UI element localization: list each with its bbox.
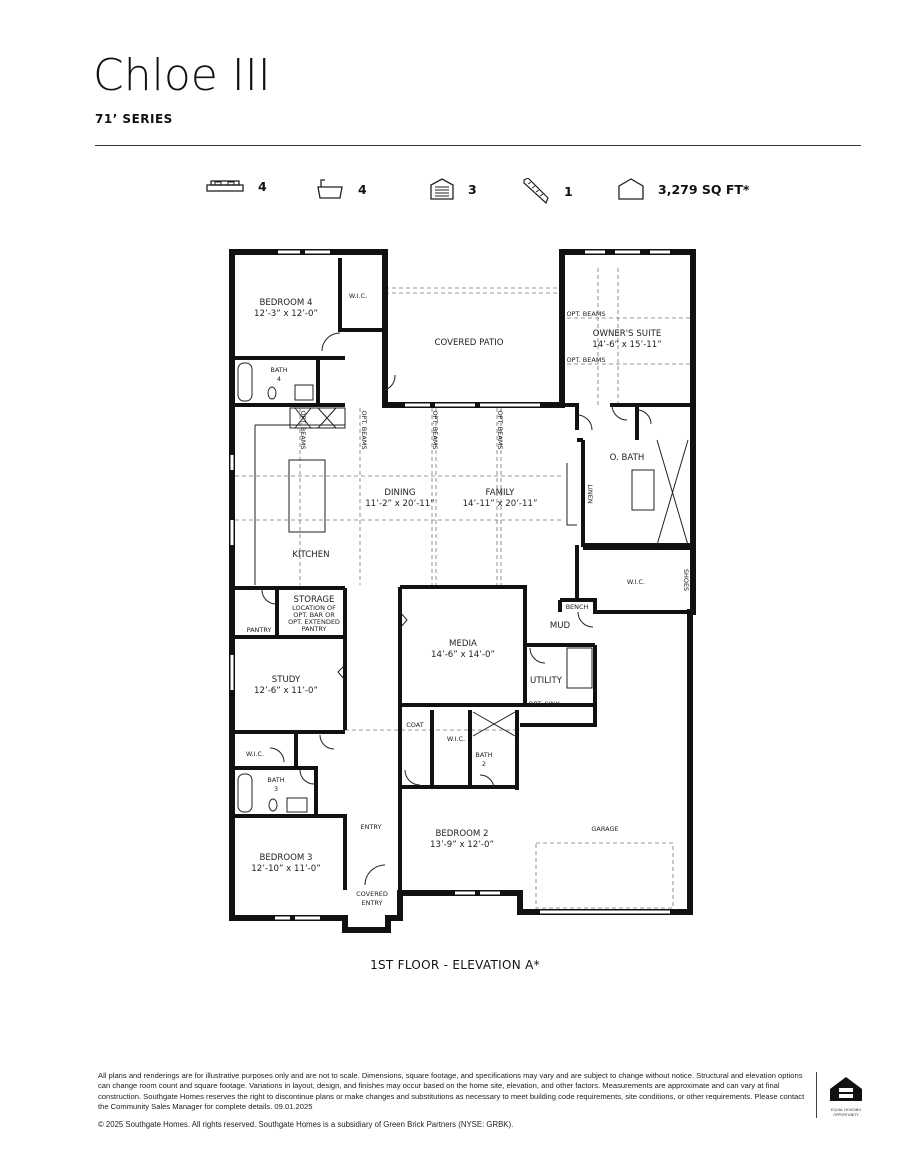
room-owners-size: 14’-6” x 15’-11” xyxy=(592,340,661,350)
room-bath4-name: BATH xyxy=(270,366,287,374)
room-bath3-num: 3 xyxy=(274,785,278,793)
room-bench: BENCH xyxy=(566,603,589,611)
room-family-name: FAMILY xyxy=(486,488,516,498)
opt-beams-label: OPT. BEAMS xyxy=(299,410,307,449)
room-owners-name: OWNER'S SUITE xyxy=(593,329,662,339)
opt-beams-label: OPT. BEAMS xyxy=(566,310,605,318)
room-media-name: MEDIA xyxy=(449,639,477,649)
svg-text:EQUAL HOUSING: EQUAL HOUSING xyxy=(831,1108,862,1112)
storage-note: OPT. EXTENDED xyxy=(288,618,340,626)
room-bedroom3-size: 12’-10” x 11’-0” xyxy=(251,864,320,874)
opt-beams-label: OPT. BEAMS xyxy=(566,356,605,364)
room-bedroom4-name: BEDROOM 4 xyxy=(259,298,312,308)
room-wic2: W.I.C. xyxy=(447,735,465,743)
room-storage-name: STORAGE xyxy=(294,595,335,605)
room-covered-entry: COVERED xyxy=(356,890,388,898)
stat-value: 4 xyxy=(258,178,267,194)
room-coat: COAT xyxy=(406,721,423,729)
room-media-size: 14’-6” x 14’-0” xyxy=(431,650,495,660)
copyright: © 2025 Southgate Homes. All rights reser… xyxy=(98,1120,514,1129)
room-bath2-name: BATH xyxy=(475,751,492,759)
opt-sink-label: OPT. SINK xyxy=(528,700,560,708)
stat-garage: 3 xyxy=(430,178,477,200)
room-bath3-name: BATH xyxy=(267,776,284,784)
room-patio: COVERED PATIO xyxy=(434,338,503,348)
floor-plan: BEDROOM 4 12’-3” x 12’-0” W.I.C. BATH 4 … xyxy=(229,249,696,933)
shoes-label: SHOES xyxy=(682,569,690,591)
storage-note: OPT. BAR OR xyxy=(293,611,335,619)
room-mud: MUD xyxy=(550,621,571,631)
stat-value: 3 xyxy=(468,181,477,197)
room-bedroom4-size: 12’-3” x 12’-0” xyxy=(254,309,318,319)
room-utility: UTILITY xyxy=(530,676,563,686)
stat-value: 1 xyxy=(564,183,573,199)
fixtures xyxy=(237,362,689,813)
disclaimer: All plans and renderings are for illustr… xyxy=(98,1071,805,1112)
stat-bedrooms: 4 xyxy=(206,178,267,194)
room-family-size: 14’-11” x 20’-11” xyxy=(463,499,538,509)
opt-beams-label: OPT. BEAMS xyxy=(360,410,368,449)
house-icon xyxy=(618,178,644,200)
room-study-size: 12’-6” x 11’-0” xyxy=(254,686,318,696)
series-label: 71’ SERIES xyxy=(95,112,173,126)
room-bedroom3-name: BEDROOM 3 xyxy=(259,853,312,863)
stat-stories: 1 xyxy=(522,178,573,204)
room-bedroom2-size: 13’-9” x 12’-0” xyxy=(430,840,494,850)
room-garage: GARAGE xyxy=(591,825,618,833)
room-dining-size: 11’-2” x 20’-11” xyxy=(365,499,434,509)
svg-text:OPPORTUNITY: OPPORTUNITY xyxy=(833,1113,859,1117)
garage-icon xyxy=(430,178,454,200)
storage-note: PANTRY xyxy=(302,625,327,633)
room-kitchen: KITCHEN xyxy=(292,550,329,560)
room-covered-entry: ENTRY xyxy=(361,899,382,907)
divider xyxy=(95,145,861,146)
opt-beams-label: OPT. BEAMS xyxy=(496,410,504,449)
divider xyxy=(816,1072,817,1118)
stairs-icon xyxy=(523,178,549,204)
opt-beams-label: OPT. BEAMS xyxy=(431,410,439,449)
room-bath2-num: 2 xyxy=(482,760,486,768)
storage-note: LOCATION OF xyxy=(292,604,336,612)
stat-sqft: 3,279 SQ FT* xyxy=(618,178,749,200)
stat-value: 3,279 SQ FT* xyxy=(658,181,750,197)
plan-caption: 1ST FLOOR - ELEVATION A* xyxy=(370,958,540,972)
stat-bathrooms: 4 xyxy=(316,178,367,200)
linen-label: LINEN xyxy=(586,484,594,504)
room-dining-name: DINING xyxy=(384,488,415,498)
bed-icon xyxy=(206,180,244,192)
stats-row: 4 4 3 1 3,279 SQ FT* xyxy=(0,178,900,204)
room-owic: W.I.C. xyxy=(627,578,645,586)
room-bath4-num: 4 xyxy=(277,375,281,383)
windows xyxy=(230,250,670,920)
room-wic4: W.I.C. xyxy=(349,292,367,300)
room-wic3: W.I.C. xyxy=(246,750,264,758)
room-entry: ENTRY xyxy=(360,823,381,831)
page-title: Chloe III xyxy=(93,50,271,101)
equal-housing-logo: EQUAL HOUSING OPPORTUNITY xyxy=(830,1077,862,1117)
stat-value: 4 xyxy=(358,181,367,197)
door-swings xyxy=(261,332,652,886)
room-obath: O. BATH xyxy=(610,453,645,463)
room-pantry: PANTRY xyxy=(247,626,272,634)
bathtub-icon xyxy=(317,179,343,199)
room-study-name: STUDY xyxy=(272,675,301,685)
room-bedroom2-name: BEDROOM 2 xyxy=(435,829,488,839)
room-labels: BEDROOM 4 12’-3” x 12’-0” W.I.C. BATH 4 … xyxy=(246,292,690,907)
